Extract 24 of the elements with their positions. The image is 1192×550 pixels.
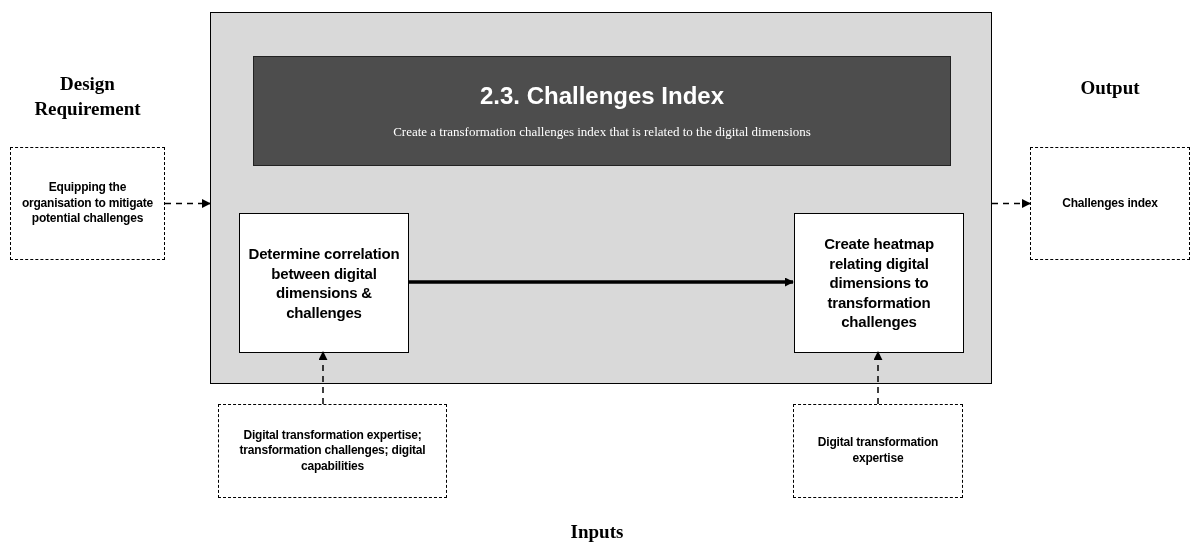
dashed-box <box>10 147 165 260</box>
box-text: Determine correlation between digital dimensions & challenges <box>248 244 400 322</box>
dashed-box <box>793 404 963 498</box>
dashed-box <box>1030 147 1190 260</box>
section-heading: Inputs <box>569 520 625 544</box>
process-box <box>239 213 409 353</box>
panel-title: 2.3. Challenges Index <box>479 82 725 110</box>
process-frame <box>210 12 992 384</box>
arrow <box>873 351 883 405</box>
section-heading: Output <box>1079 76 1141 100</box>
dashed-box <box>218 404 447 498</box>
box-text: Challenges index <box>1062 195 1158 212</box>
box-text: Digital transformation expertise; transformation challenges; digital capabilities <box>238 427 427 475</box>
arrow <box>318 351 328 405</box>
box-text: Equipping the organisation to mitigate potential challenges <box>20 180 155 227</box>
header-panel <box>253 56 951 166</box>
arrow <box>408 277 794 287</box>
arrow <box>991 199 1031 208</box>
box-text: Digital transformation expertise <box>816 435 940 467</box>
section-heading: Design Requirement <box>33 72 142 121</box>
box-text: Create heatmap relating digital dimensions to transformation challenges <box>823 234 935 332</box>
process-box <box>794 213 964 353</box>
panel-subtitle: Create a transformation challenges index that is related to the digital dimensions <box>393 124 811 140</box>
arrow <box>164 199 211 208</box>
